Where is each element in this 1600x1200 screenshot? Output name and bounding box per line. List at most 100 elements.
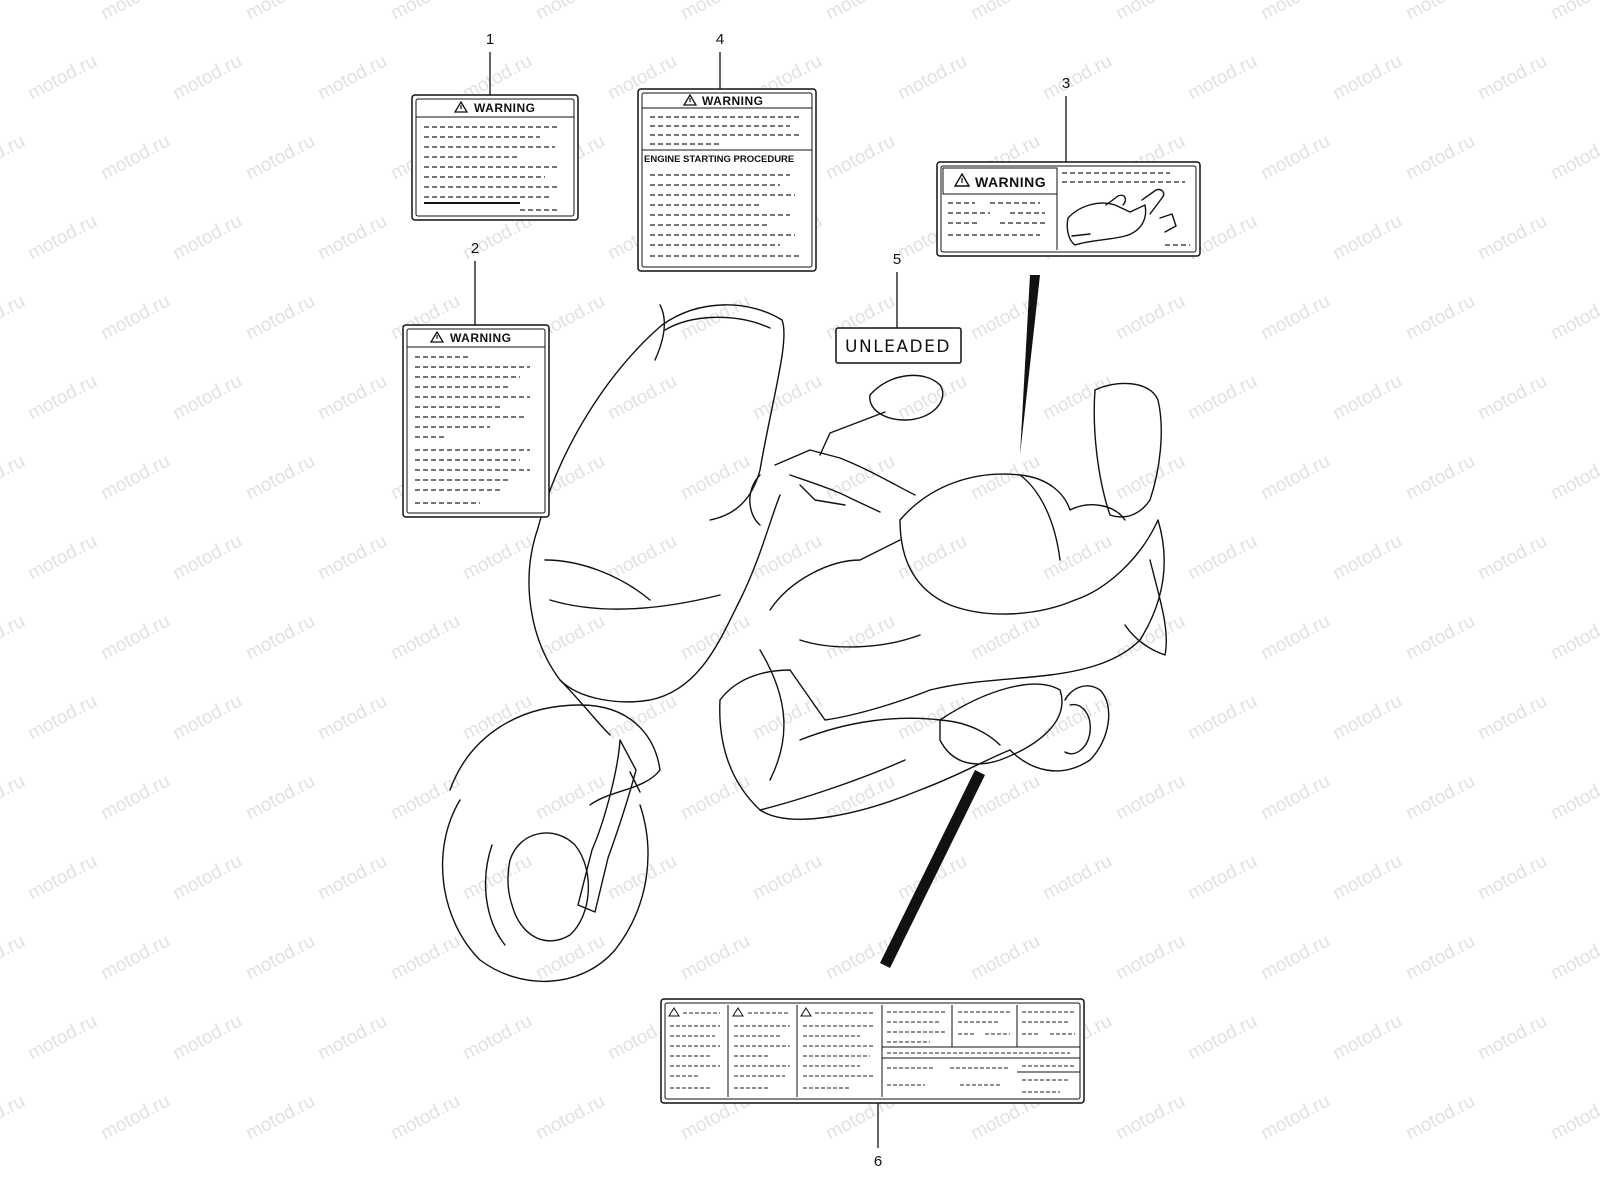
watermark-text: motod.ru	[242, 611, 318, 665]
watermark-text: motod.ru	[0, 1091, 29, 1145]
warning-triangle-icon	[953, 172, 971, 187]
watermark-text: motod.ru	[97, 1091, 173, 1145]
callout-number-3: 3	[1062, 75, 1070, 92]
watermark-text: motod.ru	[1112, 0, 1188, 24]
warning-triangle-icon	[429, 330, 445, 343]
watermark-text: motod.ru	[24, 851, 100, 905]
watermark-text: motod.ru	[1184, 371, 1260, 425]
watermark-text: motod.ru	[1329, 1011, 1405, 1065]
seat-diagram-icon	[1066, 188, 1177, 246]
watermark-text: motod.ru	[387, 611, 463, 665]
watermark-text: motod.ru	[24, 691, 100, 745]
watermark-text: motod.ru	[169, 371, 245, 425]
watermark-text: motod.ru	[1329, 851, 1405, 905]
watermark-text: motod.ru	[1402, 611, 1478, 665]
watermark-text: motod.ru	[1112, 611, 1188, 665]
label-title: WARNING	[450, 331, 512, 345]
watermark-text: motod.ru	[1329, 531, 1405, 585]
watermark-text: motod.ru	[677, 611, 753, 665]
watermark-text: motod.ru	[1329, 211, 1405, 265]
watermark-text: motod.ru	[459, 691, 535, 745]
watermark-text: motod.ru	[1039, 531, 1115, 585]
watermark-text: motod.ru	[532, 0, 608, 24]
watermark-text: motod.ru	[24, 1011, 100, 1065]
watermark-text: motod.ru	[749, 371, 825, 425]
watermark-text: motod.ru	[24, 51, 100, 105]
watermark-text: motod.ru	[1547, 291, 1600, 345]
watermark-text: motod.ru	[314, 371, 390, 425]
watermark-text: motod.ru	[169, 1011, 245, 1065]
watermark-text: motod.ru	[967, 931, 1043, 985]
watermark-text: motod.ru	[0, 291, 29, 345]
warning-label-1: 1 WARNING	[411, 31, 579, 221]
watermark-text: motod.ru	[1474, 371, 1550, 425]
watermark-text: motod.ru	[24, 211, 100, 265]
watermark-text: motod.ru	[604, 691, 680, 745]
watermark-text: motod.ru	[749, 531, 825, 585]
watermark-text: motod.ru	[1039, 851, 1115, 905]
watermark-text: motod.ru	[822, 611, 898, 665]
watermark-text: motod.ru	[1257, 771, 1333, 825]
unleaded-text: UNLEADED	[845, 337, 951, 357]
label-title: WARNING	[702, 94, 764, 108]
label-subtitle: ENGINE STARTING PROCEDURE	[644, 154, 794, 165]
watermark-text: motod.ru	[967, 611, 1043, 665]
watermark-text: motod.ru	[0, 611, 29, 665]
watermark-text: motod.ru	[1547, 0, 1600, 24]
watermark-text: motod.ru	[97, 931, 173, 985]
watermark-text: motod.ru	[0, 931, 29, 985]
watermark-text: motod.ru	[677, 931, 753, 985]
unleaded-label-5: 5 UNLEADED	[835, 251, 962, 364]
watermark-text: motod.ru	[242, 771, 318, 825]
watermark-text: motod.ru	[242, 0, 318, 24]
watermark-text: motod.ru	[314, 1011, 390, 1065]
watermark-text: motod.ru	[604, 531, 680, 585]
watermark-text: motod.ru	[1402, 771, 1478, 825]
watermark-text: motod.ru	[532, 1091, 608, 1145]
watermark-text: motod.ru	[532, 611, 608, 665]
watermark-text: motod.ru	[459, 531, 535, 585]
callout-number-1: 1	[486, 31, 494, 48]
watermark-text: motod.ru	[1184, 691, 1260, 745]
watermark-text: motod.ru	[169, 51, 245, 105]
watermark-text: motod.ru	[1257, 611, 1333, 665]
callout-number-2: 2	[471, 240, 479, 257]
warning-triangle-icon	[682, 93, 698, 106]
watermark-text: motod.ru	[242, 291, 318, 345]
watermark-text: motod.ru	[314, 851, 390, 905]
callout-number-5: 5	[893, 251, 901, 268]
scooter-drawing	[441, 275, 1168, 983]
watermark-text: motod.ru	[242, 931, 318, 985]
watermark-text: motod.ru	[1474, 851, 1550, 905]
watermark-text: motod.ru	[169, 691, 245, 745]
watermark-text: motod.ru	[749, 851, 825, 905]
watermark-text: motod.ru	[314, 531, 390, 585]
watermark-text: motod.ru	[242, 1091, 318, 1145]
watermark-text: motod.ru	[24, 371, 100, 425]
watermark-text: motod.ru	[1402, 451, 1478, 505]
watermark-text: motod.ru	[1329, 691, 1405, 745]
watermark-text: motod.ru	[169, 531, 245, 585]
watermark-text: motod.ru	[0, 451, 29, 505]
watermark-text: motod.ru	[1184, 51, 1260, 105]
watermark-text: motod.ru	[97, 0, 173, 24]
watermark-text: motod.ru	[24, 531, 100, 585]
callout-number-6: 6	[874, 1153, 882, 1170]
watermark-text: motod.ru	[677, 451, 753, 505]
watermark-text: motod.ru	[97, 291, 173, 345]
watermark-text: motod.ru	[749, 691, 825, 745]
watermark-text: motod.ru	[1039, 691, 1115, 745]
watermark-text: motod.ru	[459, 1011, 535, 1065]
watermark-text: motod.ru	[1474, 211, 1550, 265]
warning-label-2: 2 WARNING	[402, 240, 550, 518]
watermark-text: motod.ru	[677, 0, 753, 24]
watermark-text: motod.ru	[459, 851, 535, 905]
watermark-text: motod.ru	[1402, 291, 1478, 345]
watermark-text: motod.ru	[242, 131, 318, 185]
watermark-text: motod.ru	[1257, 1091, 1333, 1145]
watermark-text: motod.ru	[242, 451, 318, 505]
watermark-text: motod.ru	[169, 211, 245, 265]
watermark-text: motod.ru	[169, 851, 245, 905]
watermark-text: motod.ru	[1474, 51, 1550, 105]
watermark-text: motod.ru	[1112, 1091, 1188, 1145]
